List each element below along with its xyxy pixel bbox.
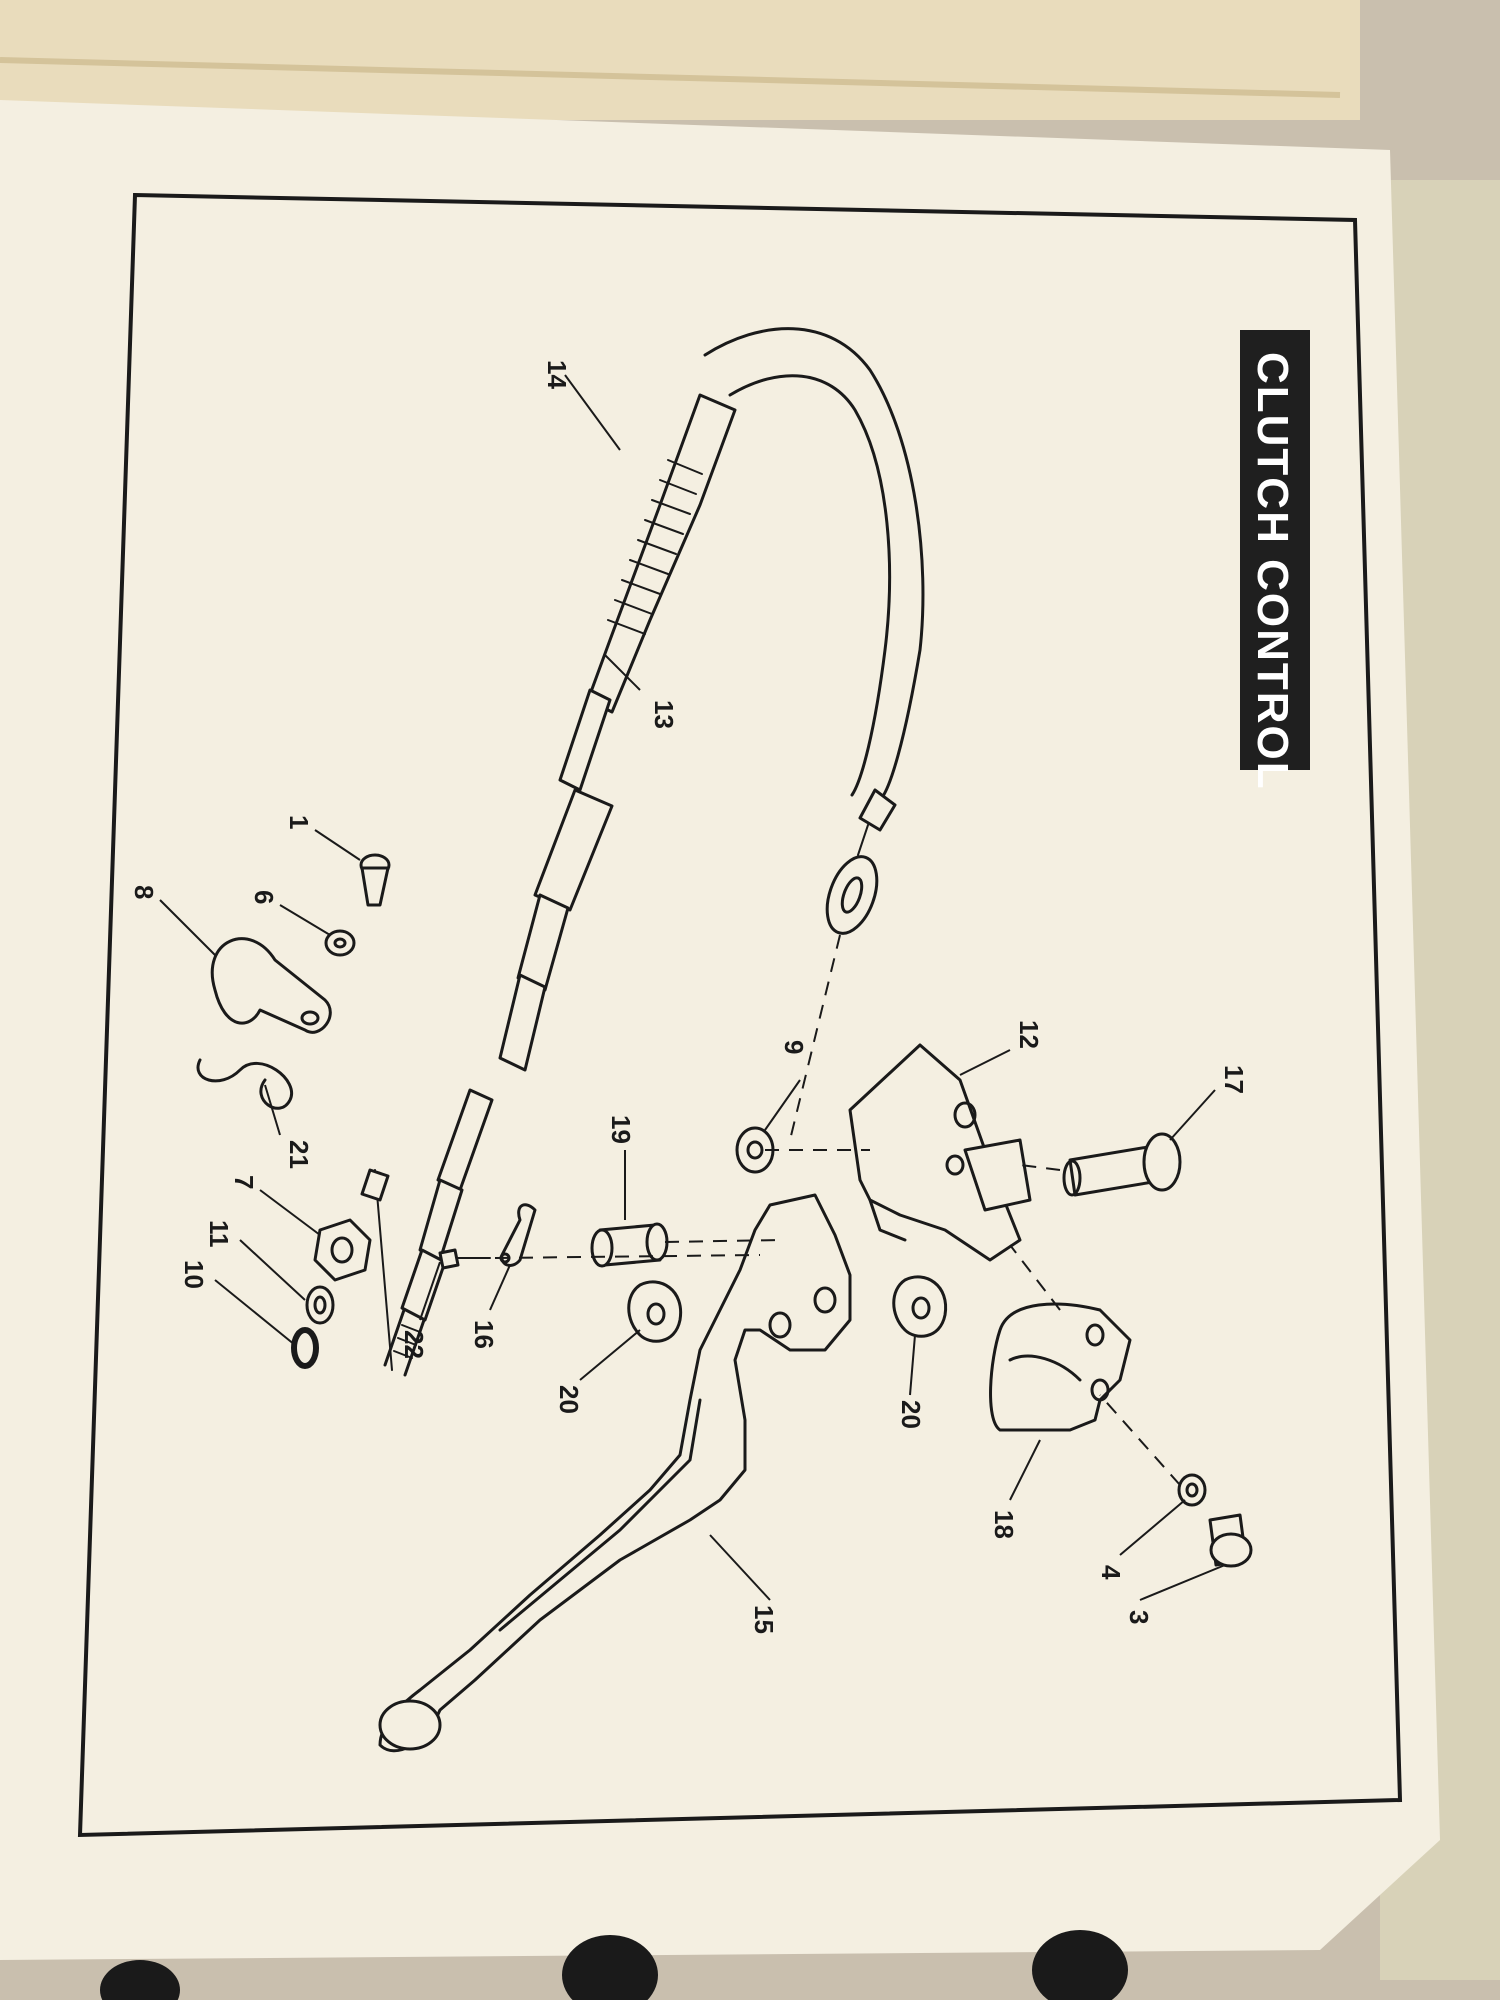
label-19: 19 (606, 1115, 636, 1144)
part-12-lever-bracket (848, 1043, 1032, 1262)
cable-housing (703, 327, 925, 802)
part-17-pin (1062, 1132, 1182, 1197)
label-12: 12 (1014, 1020, 1044, 1049)
label-1: 1 (284, 815, 314, 829)
part-22-small-screw (438, 1248, 491, 1270)
part-20-nut-right (892, 1275, 948, 1338)
punch-hole (1032, 1930, 1128, 2000)
manual-page (0, 100, 1440, 1960)
label-20-left: 20 (554, 1385, 584, 1414)
part-19-bushing (590, 1222, 669, 1268)
page-edges (0, 0, 1360, 120)
part-21-spring-clip (196, 1058, 294, 1110)
label-13: 13 (649, 700, 679, 729)
label-4: 4 (1096, 1565, 1126, 1580)
punch-hole (562, 1935, 658, 2000)
cable-adjuster-lower (360, 1088, 494, 1377)
label-20-right: 20 (896, 1400, 926, 1429)
label-10: 10 (179, 1260, 209, 1289)
diagram-title: CLUTCH CONTROL (1240, 330, 1310, 791)
label-22: 22 (399, 1330, 429, 1359)
cable-housing-inner (728, 374, 892, 797)
leader-lines (159, 374, 1226, 1601)
part-15-clutch-lever (378, 1193, 852, 1753)
label-3: 3 (1124, 1610, 1154, 1624)
page-edge-line (0, 57, 1341, 98)
label-11: 11 (204, 1220, 234, 1248)
cable-eyelet-end (825, 788, 897, 935)
part-18-clamp-cap (989, 1302, 1132, 1432)
part-8-clamp (210, 937, 332, 1034)
label-18: 18 (989, 1510, 1019, 1539)
part-13-cable-adjuster (498, 688, 614, 1072)
label-7: 7 (229, 1175, 259, 1189)
title-background (1240, 330, 1310, 770)
label-6: 6 (249, 890, 279, 904)
part-4-washer (1177, 1473, 1207, 1507)
label-15: 15 (749, 1605, 779, 1634)
part-3-screw (1208, 1513, 1253, 1568)
punch-hole (100, 1960, 180, 2000)
part-6-washer (324, 929, 356, 957)
part-11-washer (305, 1285, 335, 1325)
label-17: 17 (1219, 1065, 1249, 1094)
title-text: CLUTCH CONTROL (1248, 352, 1297, 791)
label-8: 8 (129, 885, 159, 899)
assembly-guide-lines (494, 934, 1181, 1486)
part-labels: 14 13 1 6 8 21 7 11 10 9 12 17 19 16 22 … (129, 360, 1249, 1634)
part-1-screw (359, 853, 391, 907)
label-9: 9 (779, 1040, 809, 1054)
part-10-washer (291, 1327, 319, 1369)
label-21: 21 (284, 1140, 314, 1169)
label-16: 16 (469, 1320, 499, 1349)
label-14: 14 (542, 360, 572, 389)
diagram-frame (77, 192, 1403, 1838)
part-7-nut (313, 1218, 372, 1282)
part-14-cable-boot (586, 393, 737, 714)
part-20-nut-left (627, 1280, 683, 1343)
